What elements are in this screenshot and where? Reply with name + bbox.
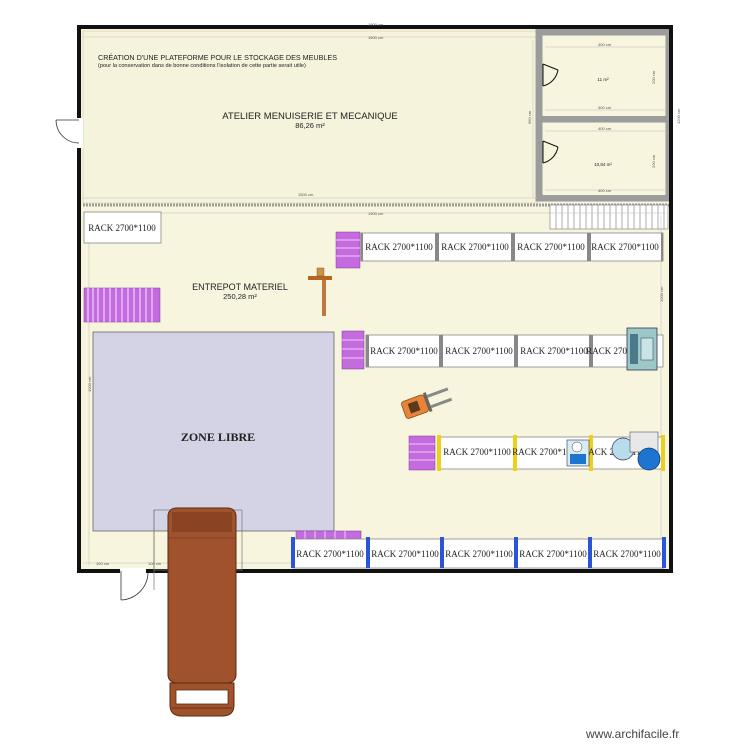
rack-d2-label: RACK 2700*1100 [512, 447, 580, 457]
room-top-floor [543, 36, 665, 116]
rack-b3-label: RACK 2700*1100 [517, 242, 585, 252]
rack-b2 [436, 232, 514, 262]
rack-d1-label: RACK 2700*1100 [443, 447, 511, 457]
machine-blue-box [566, 439, 590, 467]
workshop-area: 86,26 m² [295, 121, 325, 130]
truck [167, 507, 237, 717]
dim-warehouse-height-right: 1000 cm [659, 286, 664, 302]
rack-c3-label: RACK 2700*1100 [520, 346, 588, 356]
rack-b2-label: RACK 2700*1100 [441, 242, 509, 252]
zone-libre [92, 331, 335, 532]
rack-e1-label: RACK 2700*1100 [296, 549, 364, 559]
rack-row-4: RACK 2700*1100 RACK 2700*1100 RACK 2700*… [437, 431, 665, 471]
pallet-stack-1 [335, 231, 361, 269]
staircase [549, 204, 669, 230]
rack-e4-label: RACK 2700*1100 [519, 549, 587, 559]
room-bottom-floor [543, 123, 665, 195]
dim-total-width: 1900 cm [368, 22, 384, 27]
pallet-stack-3 [408, 435, 436, 471]
room-top-area: 11 m² [597, 77, 609, 82]
workshop-name: ATELIER MENUISERIE ET MECANIQUE [222, 111, 397, 122]
left-door [55, 119, 80, 144]
rack-row-1: RACK 2700*1100 [83, 211, 162, 244]
workbench [308, 267, 332, 316]
dim-room-bottom-w: 400 cm [598, 126, 612, 131]
rack-d1 [437, 436, 516, 470]
room-bottom-area: 10,84 m² [594, 162, 612, 167]
left-door-gap [76, 118, 83, 148]
rack-row-5: RACK 2700*1100 RACK 2700*1100 RACK 2700*… [291, 537, 666, 569]
rack-e4 [515, 538, 591, 569]
dim-warehouse-width: 1900 cm [368, 211, 384, 216]
dim-room-top-w2: 400 cm [598, 105, 612, 110]
watermark: www.archifacile.fr [586, 727, 680, 741]
rack-e3 [441, 538, 517, 569]
dim-right-top: 1200 cm [676, 108, 681, 124]
dim-room-top-h: 200 cm [651, 70, 656, 84]
rack-b3 [512, 232, 590, 262]
rack-row-2: RACK 2700*1100 RACK 2700*1100 RACK 2700*… [360, 232, 664, 262]
rack-a1-label: RACK 2700*1100 [88, 223, 156, 233]
pallet-stack-4 [295, 530, 362, 540]
dim-room-bottom-h: 200 cm [651, 154, 656, 168]
bottom-door-gap [120, 568, 146, 574]
machine-teal [626, 327, 658, 371]
bottom-door [120, 571, 149, 601]
dim-bottom-left: 100 cm [96, 561, 110, 566]
dim-room-bottom-w2: 400 cm [598, 188, 612, 193]
dim-workshop-height: 560 cm [527, 110, 532, 124]
rack-b1 [360, 232, 438, 262]
dim-workshop-top: 1500 cm [368, 35, 384, 40]
dim-room-top-w: 400 cm [598, 42, 612, 47]
rack-c4-label: RACK 2700*1100 [586, 346, 654, 356]
forklift [401, 387, 453, 419]
machine-round [611, 431, 661, 471]
workshop-floor [82, 30, 539, 204]
rack-row-3: RACK 2700*1100 RACK 2700*1100 RACK 2700*… [365, 327, 664, 371]
rack-c1-label: RACK 2700*1100 [370, 346, 438, 356]
rack-b4-label: RACK 2700*1100 [591, 242, 659, 252]
room-bottom-door [542, 140, 559, 164]
dim-bottom-door: 100 cm [148, 561, 162, 566]
rack-b1-label: RACK 2700*1100 [365, 242, 433, 252]
workshop-note-line1: CRÉATION D'UNE PLATEFORME POUR LE STOCKA… [98, 53, 337, 62]
rack-c2 [440, 334, 517, 368]
warehouse-name: ENTREPOT MATERIEL [192, 282, 288, 292]
pallet-stack-left [83, 287, 161, 323]
rack-e2-label: RACK 2700*1100 [371, 549, 439, 559]
rack-e5-label: RACK 2700*1100 [593, 549, 661, 559]
dim-warehouse-height-left: 1000 cm [87, 376, 92, 392]
rack-a1 [83, 211, 162, 244]
room-top-door [542, 63, 559, 87]
pallet-stack-2 [341, 330, 365, 370]
rack-e2 [367, 538, 443, 569]
workshop-note-line2: (pour la conservation dans de bonne cond… [98, 63, 306, 69]
rack-c3 [515, 334, 592, 368]
rack-c1 [365, 334, 442, 368]
zone-libre-label: ZONE LIBRE [181, 430, 255, 444]
rack-e1 [292, 538, 369, 569]
warehouse-area: 250,28 m² [223, 292, 257, 301]
dim-workshop-bottom: 1500 cm [298, 192, 314, 197]
rack-e3-label: RACK 2700*1100 [445, 549, 513, 559]
outer-wall [77, 25, 673, 573]
rack-c2-label: RACK 2700*1100 [445, 346, 513, 356]
